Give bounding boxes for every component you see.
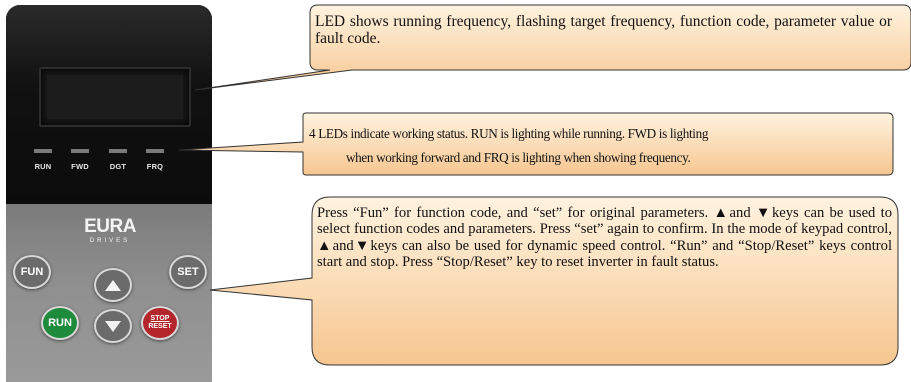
dgt-led-label: DGT (109, 162, 127, 171)
display-callout-text: LED shows running frequency, flashing ta… (315, 13, 892, 47)
stop-key-label: STOP (150, 315, 170, 322)
eura-drives-logo: EURA DRIVES (73, 217, 147, 245)
down-key[interactable] (94, 309, 132, 343)
dgt-led (109, 149, 127, 153)
led-callout-line-2: when working forward and FRQ is lighting… (346, 150, 691, 165)
run-led-label: RUN (34, 162, 52, 171)
down-arrow-icon (105, 320, 121, 332)
keys-callout-box (209, 196, 899, 366)
reset-key-label: RESET (148, 323, 172, 330)
led-display-window (39, 67, 191, 127)
logo-brand: EURA (84, 216, 136, 237)
keypad-panel: RUN FWD DGT FRQ EURA DRIVES FUN SET RUN … (6, 5, 212, 382)
display-callout-box (194, 4, 911, 91)
up-arrow-icon (105, 279, 121, 291)
logo-subtitle: DRIVES (89, 238, 131, 244)
run-led (34, 149, 52, 153)
fwd-led (71, 149, 89, 153)
stop-reset-key[interactable]: STOP RESET (141, 306, 179, 340)
run-key[interactable]: RUN (41, 306, 79, 340)
led-callout-line-1: 4 LEDs indicate working status. RUN is l… (309, 126, 709, 141)
frq-led (146, 149, 164, 153)
keys-callout-text: Press “Fun” for function code, and “set”… (317, 205, 892, 271)
fun-key[interactable]: FUN (13, 255, 51, 289)
frq-led-label: FRQ (146, 162, 164, 171)
led-callout-box (178, 112, 894, 176)
led-callout-text: 4 LEDs indicate working status. RUN is l… (309, 122, 887, 170)
set-key[interactable]: SET (169, 255, 207, 289)
fwd-led-label: FWD (71, 162, 89, 171)
up-key[interactable] (94, 268, 132, 302)
